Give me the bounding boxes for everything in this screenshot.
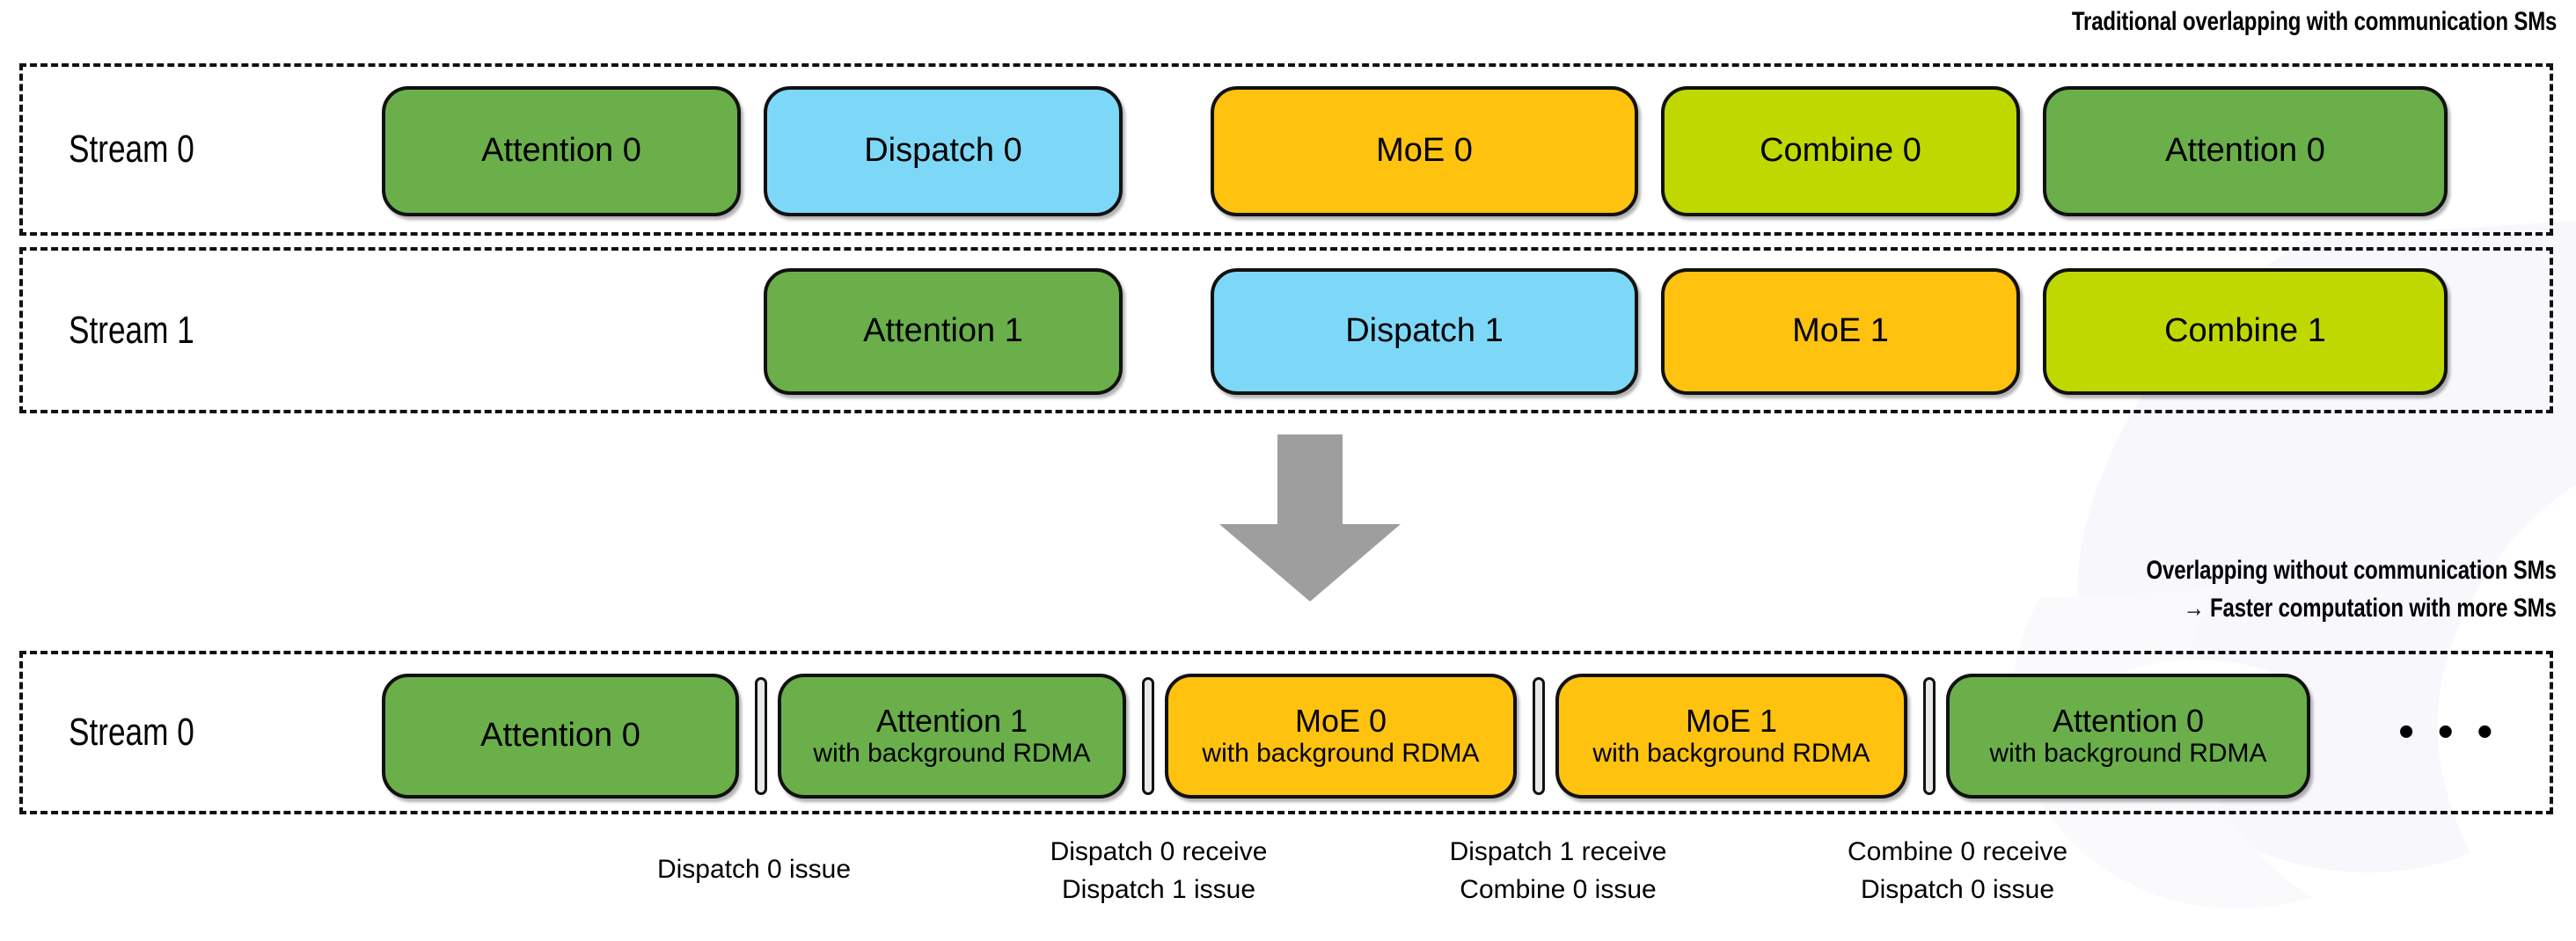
block-title: Attention 0	[480, 717, 640, 755]
separator-bar-1	[755, 677, 767, 795]
block-dispatch-1[interactable]: Dispatch 1	[1211, 268, 1638, 395]
stream-row-traditional-0: Stream 0 Attention 0 Dispatch 0 MoE 0 Co…	[19, 63, 2553, 236]
block-title: Dispatch 1	[1345, 312, 1504, 350]
block-attention-1-opt[interactable]: Attention 1 with background RDMA	[778, 674, 1126, 799]
separator-bar-3	[1533, 677, 1545, 795]
block-moe-1[interactable]: MoE 1	[1661, 268, 2020, 395]
block-title: MoE 0	[1294, 703, 1387, 740]
stream-row-optimized-0: Stream 0 Attention 0 Attention 1 with ba…	[19, 651, 2553, 814]
stream-label-1: Stream 1	[69, 308, 194, 352]
block-title: Combine 1	[2164, 312, 2326, 350]
block-title: Attention 0	[481, 132, 641, 170]
caption-line-1: Combine 0 receive	[1847, 837, 2068, 866]
stream-label-optimized-0: Stream 0	[69, 711, 194, 754]
block-moe-0[interactable]: MoE 0	[1211, 86, 1638, 216]
stream-row-traditional-1: Stream 1 Attention 1 Dispatch 1 MoE 1 Co…	[19, 247, 2553, 413]
block-attention-1[interactable]: Attention 1	[764, 268, 1123, 395]
caption-line-1: Dispatch 0 receive	[1050, 837, 1268, 866]
caption-dispatch-0-issue: Dispatch 0 issue	[657, 851, 851, 889]
block-title: Attention 1	[863, 312, 1023, 350]
block-title: Dispatch 0	[864, 132, 1022, 170]
block-subtitle: with background RDMA	[1592, 739, 1870, 769]
block-subtitle: with background RDMA	[813, 739, 1091, 769]
separator-bar-4	[1923, 677, 1936, 795]
block-combine-1[interactable]: Combine 1	[2043, 268, 2448, 395]
block-moe-0-opt[interactable]: MoE 0 with background RDMA	[1165, 674, 1517, 799]
optimized-heading-line-2: → Faster computation with more SMs	[2184, 593, 2557, 623]
caption-line-2: Dispatch 1 issue	[1061, 874, 1256, 904]
caption-line-2: Dispatch 0 issue	[1860, 874, 2055, 904]
caption-line-1: Dispatch 1 receive	[1449, 837, 1667, 866]
block-title: MoE 1	[1792, 312, 1889, 350]
block-dispatch-0[interactable]: Dispatch 0	[764, 86, 1123, 216]
optimized-heading-line-1: Overlapping without communication SMs	[2146, 556, 2557, 585]
block-moe-1-opt[interactable]: MoE 1 with background RDMA	[1555, 674, 1907, 799]
block-title: MoE 1	[1685, 703, 1778, 740]
down-arrow-icon	[1219, 434, 1401, 602]
block-attention-0[interactable]: Attention 0	[382, 86, 741, 216]
block-title: Combine 0	[1760, 132, 1921, 170]
block-attention-0-repeat[interactable]: Attention 0	[2043, 86, 2448, 216]
block-attention-0-opt-repeat[interactable]: Attention 0 with background RDMA	[1946, 674, 2310, 799]
block-attention-0-opt[interactable]: Attention 0	[382, 674, 739, 799]
block-title: MoE 0	[1376, 132, 1473, 170]
block-title: Attention 1	[875, 703, 1028, 740]
caption-dispatch-1-receive: Dispatch 1 receive Combine 0 issue	[1450, 834, 1667, 908]
optimized-section-heading: Overlapping without communication SMs → …	[2147, 552, 2557, 627]
caption-line-2: Combine 0 issue	[1460, 874, 1657, 904]
block-title: Attention 0	[2165, 132, 2325, 170]
block-combine-0[interactable]: Combine 0	[1661, 86, 2020, 216]
stream-label-0: Stream 0	[69, 128, 194, 171]
traditional-section-heading: Traditional overlapping with communicati…	[2071, 7, 2558, 36]
block-subtitle: with background RDMA	[1989, 739, 2267, 769]
block-subtitle: with background RDMA	[1202, 739, 1480, 769]
block-title: Attention 0	[2052, 703, 2205, 740]
caption-combine-0-receive: Combine 0 receive Dispatch 0 issue	[1848, 834, 2067, 908]
caption-dispatch-0-receive: Dispatch 0 receive Dispatch 1 issue	[1050, 834, 1268, 908]
separator-bar-2	[1142, 677, 1154, 795]
ellipsis-indicator: • • •	[2398, 706, 2499, 757]
caption-line-1: Dispatch 0 issue	[656, 855, 852, 884]
